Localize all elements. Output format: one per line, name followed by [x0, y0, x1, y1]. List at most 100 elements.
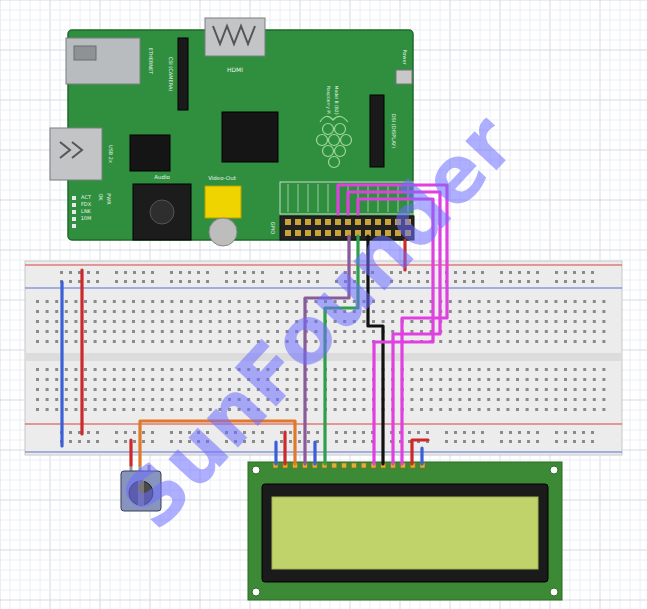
breadboard-hole — [103, 368, 106, 371]
hdmi-mark — [213, 26, 255, 44]
breadboard-hole — [113, 408, 116, 411]
breadboard-hole — [170, 378, 173, 381]
rail-hole — [206, 431, 209, 434]
rail-hole — [472, 440, 475, 443]
breadboard-hole — [142, 320, 145, 323]
breadboard-hole — [554, 368, 557, 371]
rail-hole — [362, 271, 365, 274]
breadboard-hole — [276, 378, 279, 381]
rail-hole — [591, 440, 594, 443]
breadboard-hole — [430, 368, 433, 371]
breadboard-hole — [170, 398, 173, 401]
breadboard-hole — [266, 330, 269, 333]
rail-hole — [564, 431, 567, 434]
breadboard-hole — [516, 408, 519, 411]
gpio-pin — [335, 230, 341, 236]
breadboard-hole — [94, 378, 97, 381]
rail-hole — [206, 440, 209, 443]
breadboard-hole — [449, 300, 452, 303]
breadboard-hole — [372, 330, 375, 333]
breadboard-hole — [478, 388, 481, 391]
part-label: GPIO — [270, 222, 275, 234]
jumper-wire — [420, 448, 423, 464]
rail-hole — [69, 280, 72, 283]
rail-hole — [298, 440, 301, 443]
rail-hole — [454, 431, 457, 434]
breadboard-hole — [554, 398, 557, 401]
breadboard-hole — [84, 330, 87, 333]
breadboard-hole — [170, 368, 173, 371]
breadboard-hole — [190, 368, 193, 371]
breadboard-hole — [113, 398, 116, 401]
part-label: Raspberry Pi — [326, 86, 331, 114]
breadboard-hole — [564, 340, 567, 343]
rail-hole — [316, 431, 319, 434]
breadboard-hole — [132, 340, 135, 343]
rail-hole — [353, 440, 356, 443]
rail-hole — [234, 431, 237, 434]
rail-hole — [426, 271, 429, 274]
breadboard-hole — [487, 300, 490, 303]
breadboard-hole — [257, 330, 260, 333]
breadboard-hole — [583, 300, 586, 303]
rail-hole — [500, 431, 503, 434]
breadboard-hole — [199, 398, 202, 401]
rail-hole — [170, 271, 173, 274]
grid-line — [0, 20, 647, 21]
gpio-pin — [315, 230, 321, 236]
breadboard-hole — [228, 398, 231, 401]
breadboard-hole — [487, 340, 490, 343]
rail-hole — [243, 440, 246, 443]
rail-hole — [509, 271, 512, 274]
breadboard-hole — [36, 368, 39, 371]
breadboard-hole — [516, 320, 519, 323]
grid-line — [0, 0, 647, 1]
breadboard-hole — [468, 300, 471, 303]
breadboard-hole — [94, 368, 97, 371]
breadboard-hole — [439, 368, 442, 371]
grid-line — [10, 0, 11, 609]
breadboard-hole — [276, 330, 279, 333]
breadboard-hole — [161, 388, 164, 391]
breadboard-hole — [420, 398, 423, 401]
breadboard-hole — [151, 330, 154, 333]
breadboard-hole — [286, 310, 289, 313]
rail-hole — [188, 280, 191, 283]
breadboard-hole — [266, 340, 269, 343]
part-label: Video-Out — [208, 176, 236, 182]
rail-hole — [426, 431, 429, 434]
watermark: SunFounder — [109, 102, 527, 542]
rail-hole — [335, 271, 338, 274]
breadboard-hole — [170, 408, 173, 411]
jumper-wire — [305, 236, 349, 464]
rail-hole — [582, 280, 585, 283]
breadboard-hole — [122, 310, 125, 313]
breadboard-hole — [113, 330, 116, 333]
breadboard-hole — [84, 398, 87, 401]
breadboard-hole — [295, 388, 298, 391]
rail-hole — [353, 271, 356, 274]
breadboard-hole — [574, 398, 577, 401]
breadboard-hole — [295, 368, 298, 371]
breadboard-hole — [458, 378, 461, 381]
breadboard-hole — [545, 408, 548, 411]
breadboard-hole — [574, 300, 577, 303]
pot-knob — [129, 481, 153, 505]
breadboard-hole — [46, 340, 49, 343]
breadboard-hole — [276, 408, 279, 411]
rail-hole — [124, 431, 127, 434]
breadboard-hole — [420, 408, 423, 411]
breadboard-hole — [420, 378, 423, 381]
breadboard-hole — [554, 310, 557, 313]
breadboard-hole — [180, 320, 183, 323]
breadboard-hole — [84, 408, 87, 411]
rail-hole — [133, 440, 136, 443]
breadboard-hole — [449, 408, 452, 411]
breadboard-hole — [113, 300, 116, 303]
breadboard-hole — [545, 320, 548, 323]
breadboard-hole — [506, 320, 509, 323]
breadboard-hole — [458, 320, 461, 323]
breadboard-hole — [151, 310, 154, 313]
breadboard-hole — [228, 310, 231, 313]
rail-hole — [591, 431, 594, 434]
